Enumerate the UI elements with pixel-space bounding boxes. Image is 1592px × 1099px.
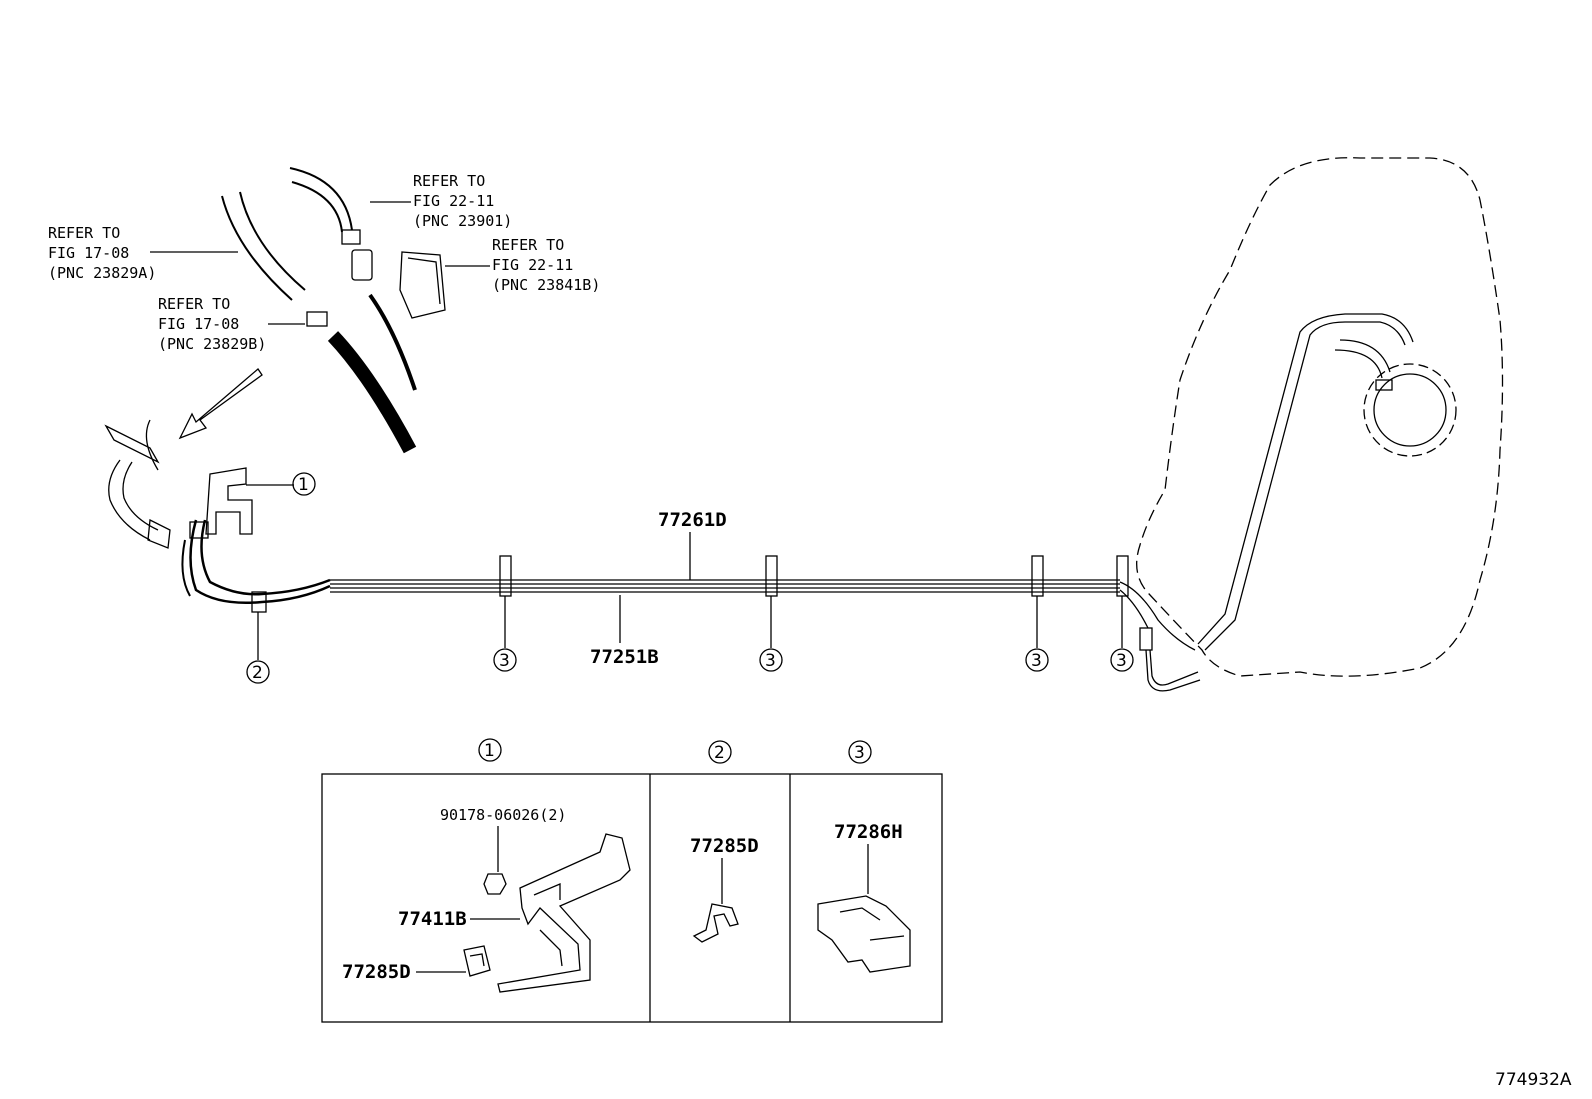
svg-text:3: 3 — [499, 651, 510, 671]
label-77251b: 77251B — [590, 646, 659, 668]
callout-1-main: 1 — [292, 472, 316, 496]
bolt-icon — [483, 873, 507, 895]
label-90178-06026: 90178-06026(2) — [440, 806, 566, 824]
ref-label-23829b: REFER TO FIG 17-08 (PNC 23829B) — [158, 295, 266, 353]
direction-arrow — [178, 368, 263, 440]
svg-text:2: 2 — [252, 663, 263, 683]
ref-leaders — [150, 201, 490, 325]
clip-drawing-a — [463, 945, 491, 977]
tube-labels: 77261D 77251B — [590, 509, 727, 668]
svg-text:FIG 22-11: FIG 22-11 — [492, 256, 573, 274]
svg-text:3: 3 — [854, 743, 865, 763]
svg-text:REFER TO: REFER TO — [413, 172, 485, 190]
svg-text:REFER TO: REFER TO — [492, 236, 564, 254]
callout-3-main-a: 3 — [493, 648, 517, 672]
svg-text:REFER TO: REFER TO — [158, 295, 230, 313]
main-callouts: 1 2 3 3 3 3 — [246, 472, 1134, 684]
svg-text:2: 2 — [714, 743, 725, 763]
ref-label-23901: REFER TO FIG 22-11 (PNC 23901) — [413, 172, 512, 230]
main-tube-run — [330, 579, 1201, 692]
clip-drawing-b — [692, 903, 739, 943]
label-77411b: 77411B — [398, 908, 467, 930]
callout-3-main-c: 3 — [1025, 648, 1049, 672]
ref-label-23829a: REFER TO FIG 17-08 (PNC 23829A) — [48, 224, 156, 282]
svg-text:(PNC 23829A): (PNC 23829A) — [48, 264, 156, 282]
callout-2-detail: 2 — [708, 740, 732, 764]
label-77261d: 77261D — [658, 509, 727, 531]
svg-text:FIG 17-08: FIG 17-08 — [158, 315, 239, 333]
callout-3-main-b: 3 — [759, 648, 783, 672]
svg-text:1: 1 — [298, 475, 309, 495]
label-77285d-a: 77285D — [342, 961, 411, 983]
callout-3-detail: 3 — [848, 740, 872, 764]
svg-text:FIG 17-08: FIG 17-08 — [48, 244, 129, 262]
svg-text:1: 1 — [484, 741, 495, 761]
svg-text:(PNC 23829B): (PNC 23829B) — [158, 335, 266, 353]
svg-text:3: 3 — [765, 651, 776, 671]
figure-id: 774932A — [1495, 1070, 1572, 1090]
detail-box: 1 2 3 90178-06026(2) 77411B 77285D — [321, 738, 943, 1023]
svg-text:FIG 22-11: FIG 22-11 — [413, 192, 494, 210]
label-77286h: 77286H — [834, 821, 903, 843]
left-bracket-assembly — [104, 419, 294, 549]
label-77285d-b: 77285D — [690, 835, 759, 857]
callout-2-main: 2 — [246, 660, 270, 684]
clamp-drawing-c — [817, 895, 911, 973]
ref-label-23841b: REFER TO FIG 22-11 (PNC 23841B) — [492, 236, 600, 294]
callout-1-detail: 1 — [478, 738, 502, 762]
fuel-tank-outline — [1136, 157, 1504, 677]
svg-text:(PNC 23901): (PNC 23901) — [413, 212, 512, 230]
svg-text:REFER TO: REFER TO — [48, 224, 120, 242]
svg-text:(PNC 23841B): (PNC 23841B) — [492, 276, 600, 294]
filler-hoses — [221, 167, 446, 454]
left-tube-run — [181, 519, 331, 605]
callout-3-main-d: 3 — [1110, 648, 1134, 672]
svg-text:3: 3 — [1116, 651, 1127, 671]
bracket-drawing — [497, 833, 631, 993]
svg-text:3: 3 — [1031, 651, 1042, 671]
